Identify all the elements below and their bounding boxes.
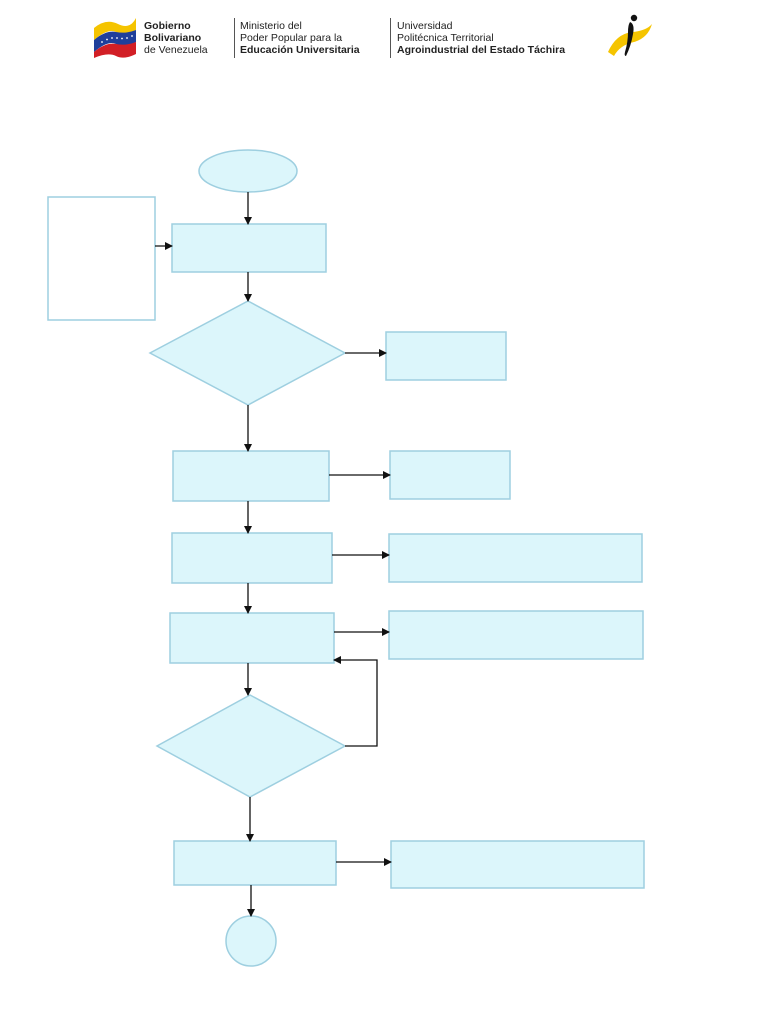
step-4-output-box [388,610,644,660]
universidad-line2: Politécnica Territorial [397,32,494,44]
ministerio-text: Ministerio del Poder Popular para la Edu… [240,20,360,56]
end-node [225,915,277,967]
step-5-output-box [390,840,645,889]
gobierno-line1: Gobierno [144,20,191,32]
step-2-output-box [389,450,511,500]
venezuela-flag-logo [94,18,136,58]
side-note-box [47,196,156,321]
start-node [198,149,298,193]
universidad-line3: Agroindustrial del Estado Táchira [397,44,566,56]
ministerio-line1: Ministerio del [240,20,302,32]
header-divider [390,18,391,58]
step-2-box [172,450,330,502]
gobierno-text: Gobierno Bolivariano de Venezuela [144,20,208,56]
header-divider [234,18,235,58]
decision-2-diamond [155,694,347,798]
ministerio-line2: Poder Popular para la [240,32,343,44]
step-1-box [171,223,327,273]
step-3-box [171,532,333,584]
step-3-output-box [388,533,643,583]
gobierno-line2: Bolivariano [144,32,202,44]
step-5-box [173,840,337,886]
loop-back-arrow [333,656,378,747]
university-logo [608,14,652,56]
ministerio-line3: Educación Universitaria [240,44,360,56]
universidad-text: Universidad Politécnica Territorial Agro… [397,20,565,56]
decision-1-diamond [148,300,347,406]
gobierno-line3: de Venezuela [144,44,208,56]
universidad-line1: Universidad [397,20,453,32]
decision-1-output-box [385,331,507,381]
institutional-header: Gobierno Bolivariano de Venezuela Minist… [92,14,652,62]
step-4-box [169,612,335,664]
